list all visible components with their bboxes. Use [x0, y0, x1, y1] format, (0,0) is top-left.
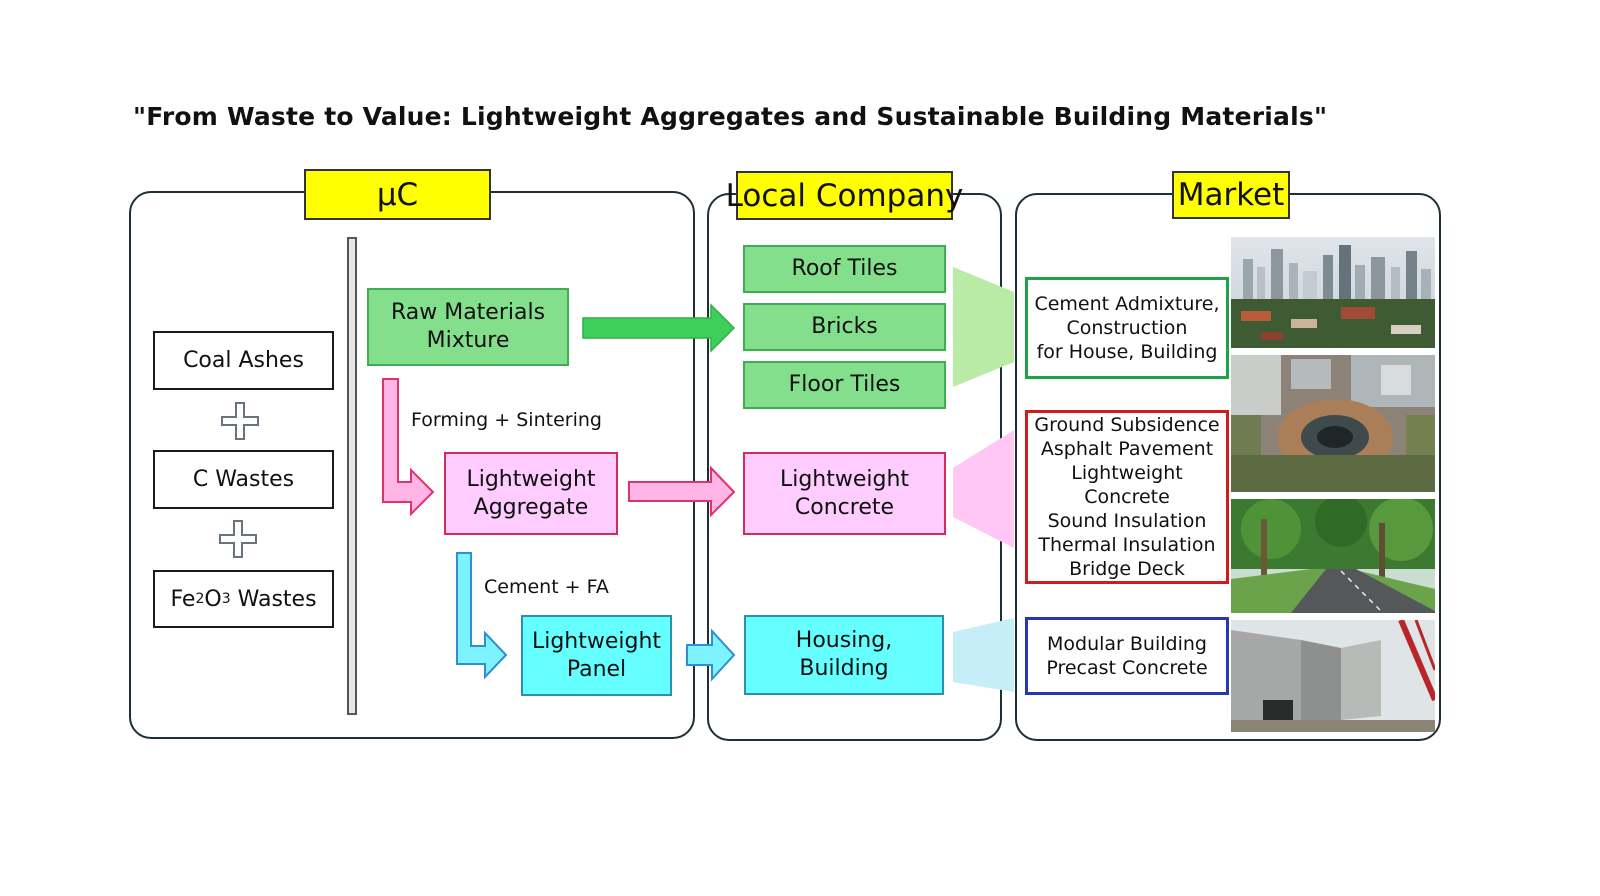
fe-prefix: Fe [170, 586, 196, 612]
o-subscript: 3 [221, 591, 231, 607]
raw-materials-box: Raw Materials Mixture [367, 288, 569, 366]
precast-walls-photo [1231, 620, 1435, 732]
market-section-tag: Market [1172, 171, 1290, 219]
market-green-box: Cement Admixture, Construction for House… [1025, 277, 1229, 379]
uc-section-tag: µC [304, 169, 491, 220]
cyan-connector-shape [953, 618, 1014, 692]
lightweight-concrete-box: Lightweight Concrete [743, 452, 946, 535]
divider-bar [347, 237, 357, 715]
roundabout-aerial-photo [1231, 355, 1435, 492]
fe-subscript: 2 [195, 591, 205, 607]
roof-tiles-box: Roof Tiles [743, 245, 946, 293]
diagram-title: "From Waste to Value: Lightweight Aggreg… [133, 102, 1328, 131]
o-letter: O [204, 586, 222, 612]
market-blue-box: Modular Building Precast Concrete [1025, 617, 1229, 695]
green-connector-shape [953, 267, 1014, 387]
housing-building-box: Housing, Building [744, 615, 944, 695]
cyan-bend-arrow-icon [456, 552, 508, 680]
wastes-suffix: Wastes [230, 586, 317, 612]
lightweight-aggregate-box: Lightweight Aggregate [444, 452, 618, 535]
bricks-box: Bricks [743, 303, 946, 351]
city-skyline-photo [1231, 237, 1435, 348]
market-red-box: Ground Subsidence Asphalt Pavement Light… [1025, 410, 1229, 584]
local-company-section-tag: Local Company [726, 171, 963, 220]
forming-sintering-label: Forming + Sintering [411, 409, 602, 431]
lightweight-panel-box: Lightweight Panel [521, 615, 672, 696]
coal-ashes-box: Coal Ashes [153, 331, 334, 390]
plus-icon [219, 520, 257, 558]
cement-fa-label: Cement + FA [484, 576, 609, 598]
pink-connector-shape [953, 430, 1014, 548]
pink-bend-arrow-icon [382, 378, 435, 517]
palm-road-photo [1231, 499, 1435, 613]
green-arrow-icon [582, 303, 736, 353]
cyan-right-arrow-icon [686, 628, 736, 682]
pink-right-arrow-icon [628, 465, 736, 518]
c-wastes-box: C Wastes [153, 450, 334, 509]
plus-icon [221, 402, 259, 440]
floor-tiles-box: Floor Tiles [743, 361, 946, 409]
